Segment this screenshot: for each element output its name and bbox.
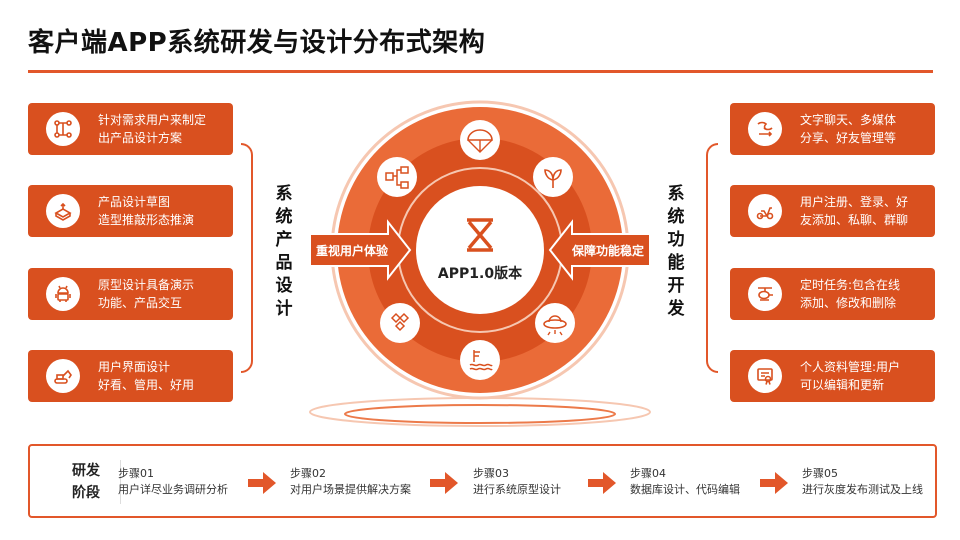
title-char: 系 [275,184,293,204]
title-char: 产 [275,230,293,250]
title-char: 品 [275,253,293,273]
card-text-line: 文字聊天、多媒体 [800,113,897,127]
card-text-line: 友添加、私聊、群聊 [800,213,909,227]
pencil-box-icon [46,194,80,228]
card-text-line: 针对需求用户来制定 [98,113,207,127]
right-arrow-label: 保障功能稳定 [572,244,645,258]
title-char: 统 [667,207,685,227]
step-name: 步骤03 [473,467,509,480]
step-arrow-icon [588,472,616,494]
step-name: 步骤04 [630,467,666,480]
phase-divider [120,460,121,504]
step-4: 步骤04 数据库设计、代码编辑 [630,466,740,498]
page-title: 客户端APP系统研发与设计分布式架构 [28,28,486,58]
left-card-4: 用户界面设计好看、管用、好用 [28,350,233,402]
phase-label-line: 阶段 [72,485,100,501]
step-desc: 用户详尽业务调研分析 [118,483,228,496]
chat-icon [748,112,782,146]
helicopter-icon [748,277,782,311]
title-char: 设 [275,276,293,296]
right-card-4: 个人资料管理:用户可以编辑和更新 [730,350,935,402]
left-arrow [309,219,412,281]
title-char: 计 [275,299,293,319]
card-text-line: 分享、好友管理等 [800,131,897,145]
card-text-line: 产品设计草图 [98,195,171,209]
card-text-line: 用户界面设计 [98,360,171,374]
step-name: 步骤01 [118,467,154,480]
ufo-icon [535,303,575,343]
step-arrow-icon [248,472,276,494]
title-divider [28,70,933,73]
right-card-1: 文字聊天、多媒体分享、好友管理等 [730,103,935,155]
right-section-title: 系 统 功 能 开 发 [664,183,688,321]
title-char: 开 [667,276,685,296]
flowchart-icon [46,112,80,146]
step-arrow-icon [760,472,788,494]
card-text-line: 造型推敲形态推演 [98,213,195,227]
left-card-2: 产品设计草图造型推敲形态推演 [28,185,233,237]
parachute-icon [460,120,500,160]
plant-icon [533,157,573,197]
left-section-title: 系 统 产 品 设 计 [272,183,296,321]
card-text-line: 可以编辑和更新 [800,378,885,392]
nodes-icon [380,303,420,343]
phase-label: 研发 阶段 [66,460,106,504]
step-desc: 进行灰度发布测试及上线 [802,483,923,496]
excavator-icon [46,359,80,393]
step-arrow-icon [430,472,458,494]
left-card-3: 原型设计具备演示功能、产品交互 [28,268,233,320]
card-text-line: 用户注册、登录、好 [800,195,909,209]
card-text-line: 出产品设计方案 [98,131,183,145]
card-text-line: 个人资料管理:用户 [800,360,901,374]
step-desc: 进行系统原型设计 [473,483,561,496]
floor-ellipse-inner [344,404,616,424]
right-arrow [548,219,651,281]
card-text-line: 功能、产品交互 [98,296,183,310]
hierarchy-icon [377,157,417,197]
left-arrow-label: 重视用户体验 [316,244,389,258]
step-name: 步骤05 [802,467,838,480]
step-desc: 数据库设计、代码编辑 [630,483,740,496]
android-icon [46,277,80,311]
title-char: 发 [667,299,685,319]
title-char: 系 [667,184,685,204]
title-char: 功 [667,230,685,250]
step-desc: 对用户场景提供解决方案 [290,483,411,496]
card-text-line: 添加、修改和删除 [800,296,897,310]
step-2: 步骤02 对用户场景提供解决方案 [290,466,411,498]
phase-label-line: 研发 [72,463,100,479]
step-1: 步骤01 用户详尽业务调研分析 [118,466,228,498]
floor-ellipse [309,397,651,427]
card-text-line: 好看、管用、好用 [98,378,195,392]
card-text-line: 原型设计具备演示 [98,278,195,292]
right-card-3: 定时任务:包含在线添加、修改和删除 [730,268,935,320]
app-logo-icon [467,218,493,252]
step-name: 步骤02 [290,467,326,480]
center-label: APP1.0版本 [437,266,523,282]
left-card-1: 针对需求用户来制定出产品设计方案 [28,103,233,155]
scooter-icon [748,194,782,228]
waves-icon [460,340,500,380]
certificate-icon [748,359,782,393]
step-5: 步骤05 进行灰度发布测试及上线 [802,466,923,498]
phase-panel: 研发 阶段 步骤01 用户详尽业务调研分析 步骤02 对用户场景提供解决方案 步… [28,444,937,518]
card-text-line: 定时任务:包含在线 [800,278,901,292]
right-card-2: 用户注册、登录、好友添加、私聊、群聊 [730,185,935,237]
title-char: 统 [275,207,293,227]
title-char: 能 [667,253,685,273]
step-3: 步骤03 进行系统原型设计 [473,466,561,498]
